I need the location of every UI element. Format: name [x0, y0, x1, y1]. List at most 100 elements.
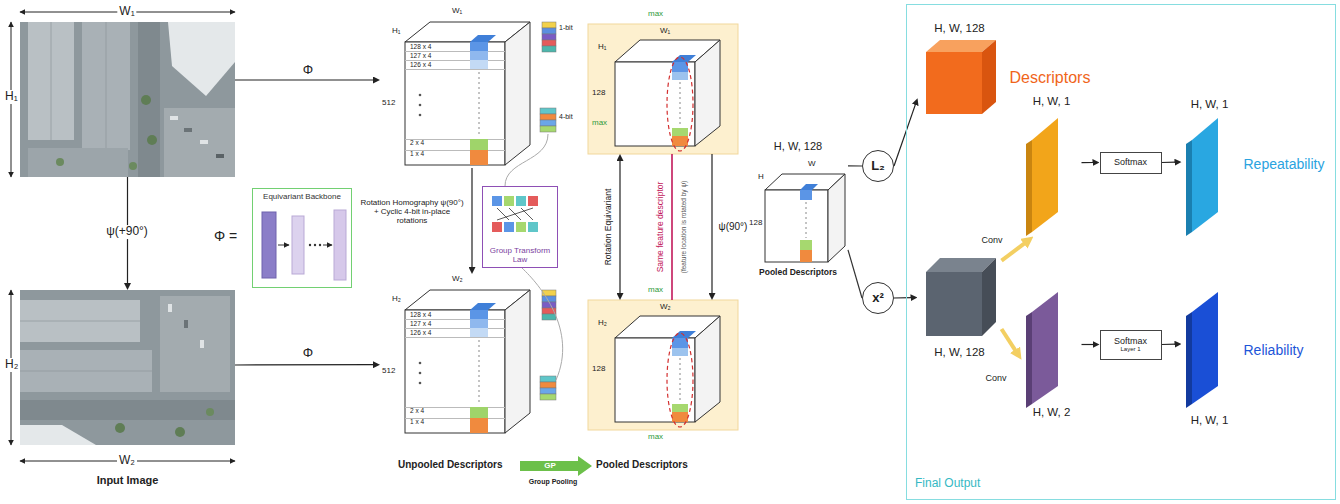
node-text: 128 — [592, 364, 605, 373]
input-image: H₂W₂Input Image — [20, 290, 235, 445]
group-pooling-arrow — [520, 456, 592, 476]
edge-label: Φ — [303, 346, 313, 361]
node-text: Group Transform Law — [486, 246, 554, 264]
pooled-tensor: H, W, 128HW128Pooled Descriptors — [748, 140, 848, 290]
node-text: H, W, 2 — [1022, 406, 1082, 419]
node-text: W₂ — [660, 302, 671, 311]
score-map: H, W, 1 — [1022, 95, 1082, 237]
connector — [894, 297, 912, 298]
softmax-box: Softmax — [1100, 152, 1162, 174]
node-text: 128 — [749, 218, 762, 227]
node-text: H₁ — [3, 90, 20, 104]
node-text: max — [648, 9, 663, 18]
pooled-tensor: maxH₂W₂128max — [588, 300, 738, 430]
annotation-label: (feature location is rotated by ψ) — [680, 181, 687, 273]
node-text: H, W, 128 — [918, 22, 1002, 35]
connector — [235, 364, 374, 365]
edge-label: Φ — [303, 63, 313, 78]
group-transform-box: Group Transform Law — [482, 186, 558, 268]
node-text: H, W, 128 — [748, 140, 848, 153]
node-text: W₁ — [660, 26, 670, 35]
node-text: 2 x 4 — [410, 139, 424, 146]
node-text: 127 x 4 — [410, 320, 431, 327]
connector — [1162, 344, 1176, 345]
input-image: W₁H₁ — [20, 22, 235, 177]
node-text: 126 x 4 — [410, 329, 431, 336]
node-text: W₂ — [117, 454, 137, 468]
tensor-cube — [405, 22, 556, 165]
node-text: max — [648, 285, 663, 294]
pooled-panel — [588, 24, 738, 154]
node-text: H₂ — [598, 318, 607, 327]
node-text: H₂ — [3, 358, 20, 372]
tensor-cube — [405, 290, 556, 433]
connector — [1162, 162, 1176, 164]
node-text: 128 — [592, 88, 605, 97]
descriptor-block: H, W, 128Descriptors — [918, 22, 1002, 118]
edge-label: Rotation Homography ψ(90°) + Cyclic 4-bi… — [360, 198, 464, 226]
connector — [235, 79, 374, 80]
repeatability-map: H, W, 1Repeatability — [1182, 98, 1238, 238]
node-text: Reliability — [1244, 342, 1304, 358]
node-text: max — [648, 432, 663, 441]
node-text: H, W, 128 — [918, 346, 1002, 359]
unpooled-tensor: H₂ W₂ 512 128 x 4 127 x 4 126 x 4 2 x 4 1 x 4 — [380, 274, 545, 436]
edge-label: Conv — [985, 373, 1006, 383]
edge-label: Conv — [981, 235, 1002, 245]
connector — [1002, 329, 1017, 352]
connector — [471, 168, 472, 268]
node-text: 2 x 4 — [410, 407, 424, 414]
node-text: Softmax — [1114, 157, 1147, 167]
node-text: 1 x 4 — [410, 150, 424, 157]
connector — [1082, 162, 1094, 163]
connector — [894, 104, 916, 166]
output-panel: Final OutputH, W, 128DescriptorsH, W, 12… — [906, 4, 1336, 500]
pooled-tensor: maxH₁W₁128max — [588, 24, 738, 154]
node-text: 126 x 4 — [410, 61, 431, 68]
connector — [848, 250, 862, 298]
node-text: x² — [872, 291, 884, 306]
reliability-map: H, W, 1Reliability — [1182, 290, 1238, 430]
node-text: H, W, 1 — [1022, 95, 1082, 108]
node-text: L₂ — [871, 159, 885, 174]
node-text: W₂ — [452, 274, 463, 283]
unpooled-tensor: H₁W₁512128 x 4127 x 4126 x 42 x 41 x 4 — [380, 6, 545, 168]
pooled-panel — [588, 300, 738, 430]
connector — [619, 160, 620, 295]
node-text: Repeatability — [1244, 156, 1325, 172]
operator-circle: x² — [862, 282, 894, 314]
aerial-photo — [20, 22, 235, 177]
aerial-photo — [20, 290, 235, 445]
backbone-box: Equivariant Backbone — [252, 188, 352, 288]
node-text: 1 x 4 — [410, 418, 424, 425]
node-text: W₁ — [452, 6, 462, 15]
node-text: W — [808, 159, 816, 168]
node-text: H, W, 1 — [1180, 98, 1240, 111]
operator-circle: L₂ — [862, 150, 894, 182]
node-text: Pooled Descriptors — [742, 268, 854, 278]
connector — [1002, 242, 1026, 260]
node-text: Layer 1 — [1120, 346, 1140, 353]
annotation-label: Group Pooling — [529, 478, 578, 486]
edge-label: ψ(90°) — [719, 221, 748, 233]
node-text: Softmax — [1114, 336, 1147, 346]
annotation-label: Φ = — [214, 228, 237, 244]
connector — [848, 165, 862, 166]
node-text: H₂ — [392, 294, 401, 303]
node-text: max — [592, 118, 607, 127]
score-map: H, W, 2 — [1022, 282, 1082, 422]
annotation-label: 4-bit — [559, 113, 573, 121]
leader-curve — [522, 268, 563, 380]
annotation-label: GP — [544, 461, 556, 470]
node-text: Descriptors — [1010, 69, 1091, 87]
node-text: 128 x 4 — [410, 311, 431, 318]
feature-block: H, W, 128 — [918, 250, 1002, 362]
node-text: Equivariant Backbone — [263, 192, 341, 201]
node-text: 127 x 4 — [410, 52, 431, 59]
node-text: W₁ — [117, 5, 136, 19]
annotation-label: 1-bit — [559, 24, 573, 32]
pooled-cube — [765, 174, 845, 262]
node-text: 512 — [382, 366, 395, 375]
